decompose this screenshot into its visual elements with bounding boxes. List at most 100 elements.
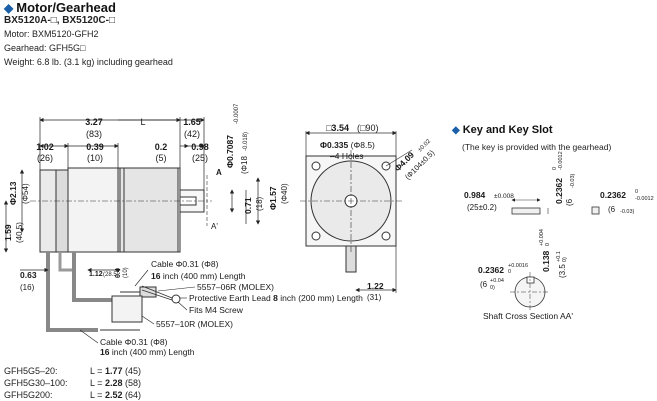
key-width-tol-b: -0.0012 xyxy=(635,196,654,202)
dim-1-22: 1.22 xyxy=(367,281,384,291)
dim-1-57: Φ1.57 xyxy=(268,186,278,210)
square-size: □3.54 xyxy=(326,123,349,133)
dim-1-02-mm: (26) xyxy=(37,153,53,163)
dim-0-4-mm: (10) xyxy=(123,267,129,278)
gearhead-case xyxy=(117,167,179,253)
dim-0-2: 0.2 xyxy=(155,142,168,152)
dim-0-39: 0.39 xyxy=(86,142,104,152)
mount-hole-tl xyxy=(311,161,321,171)
cable2-length-value: 16 xyxy=(100,347,110,357)
slot-width: 0.2362 xyxy=(478,265,504,275)
motor-flange xyxy=(55,169,69,253)
dim-0-98: 0.98 xyxy=(191,142,209,152)
cable1-length-value: 16 xyxy=(151,271,161,281)
dim-0-71-mm: (18) xyxy=(255,196,264,211)
key-end xyxy=(591,206,600,215)
key-width: 0.2362 xyxy=(600,190,626,200)
hole-dia-value: Φ0.335 xyxy=(320,140,349,150)
slot-depth-mm: (3.5 xyxy=(558,264,567,278)
slot-width-mm-tol-b: 0) xyxy=(490,285,495,291)
dim-1-59-mm: (40.5) xyxy=(15,222,24,243)
dim-2-13-mm: (Φ54) xyxy=(21,183,30,204)
earth-lead-label: Protective Earth Lead 8 inch (200 mm) Le… xyxy=(189,293,363,303)
slot-depth-tol-a: +0.004 xyxy=(539,229,545,246)
length-label: L = xyxy=(90,366,103,376)
dim-1-57-mm: (Φ40) xyxy=(280,183,289,204)
dim-0-4: 0.4 xyxy=(115,268,122,278)
key-height: 0.2362 xyxy=(554,178,564,204)
earth-lead-text: Protective Earth Lead xyxy=(189,293,271,303)
key-length-mm: (25±0.2) xyxy=(467,203,497,212)
dim-1-12-mm: (28.5) xyxy=(103,272,119,278)
diamond-bullet-icon: ◆ xyxy=(452,125,460,136)
dim-3-27-mm: (83) xyxy=(86,129,102,139)
cable1-label: Cable Φ0.31 (Φ8) xyxy=(151,259,219,269)
hole-dia-mm: (Φ8.5) xyxy=(351,140,375,150)
shaft-diameter-mm: (Φ18 xyxy=(240,156,249,174)
key-drawings xyxy=(510,198,600,312)
gearhead-model: Gearhead: GFH5G□ xyxy=(4,43,86,53)
connector2-label: 5557–10R (MOLEX) xyxy=(156,319,233,329)
hole-count: –4 Holes xyxy=(330,151,364,161)
dim-L: L xyxy=(140,117,145,127)
length-label: L = xyxy=(90,390,103,400)
weight-info: Weight: 6.8 lb. (3.1 kg) including gearh… xyxy=(4,57,173,67)
earth-lead-value: 8 xyxy=(273,293,278,303)
slot-width-mm: (6 xyxy=(480,280,488,289)
length-mm: (58) xyxy=(125,378,142,388)
cable1-length: 16 inch (400 mm) Length xyxy=(151,271,246,281)
slot-depth-mm-tol-a: +0.1 xyxy=(556,251,562,262)
dim-1-22-mm: (31) xyxy=(367,293,382,302)
key-side xyxy=(511,207,541,215)
key-note: (The key is provided with the gearhead) xyxy=(462,142,612,152)
length-model: GFH5G200: xyxy=(4,390,53,400)
square-size-mm: (□90) xyxy=(357,123,378,133)
key-height-tol-b: -0.0012 xyxy=(558,151,564,170)
mount-hole-br xyxy=(381,231,391,241)
key-length-tol: ±0.008 xyxy=(494,193,514,200)
front-view xyxy=(300,130,413,293)
mount-hole-bl xyxy=(311,231,321,241)
leader-lines xyxy=(79,269,196,344)
key-height-mm-tol: -0.03) xyxy=(570,173,576,188)
length-row-3: GFH5G200: L = 2.52 (64) xyxy=(4,390,141,400)
connector1-label: 5557–06R (MOLEX) xyxy=(197,282,274,292)
cable2-length: 16 inch (400 mm) Length xyxy=(100,347,195,357)
dim-0-63-mm: (16) xyxy=(20,283,35,292)
motor-model: Motor: BXM5120-GFH2 xyxy=(4,29,99,39)
screw-label: Fits M4 Screw xyxy=(189,305,244,315)
dim-0-39-mm: (10) xyxy=(87,153,103,163)
dim-0-2-mm: (5) xyxy=(156,153,167,163)
slot-width-tol-a: +0.0016 xyxy=(508,263,528,269)
dimension-lines xyxy=(3,117,261,273)
earth-lead-length: inch (200 mm) Length xyxy=(280,293,363,303)
dim-1-59: 1.59 xyxy=(3,224,13,241)
connector-10r xyxy=(111,295,143,323)
section-title-motor-gearhead: ◆Motor/Gearhead xyxy=(4,0,116,15)
dim-0-63: 0.63 xyxy=(20,270,37,280)
key-width-mm: (6 xyxy=(608,205,616,214)
slot-width-mm-tol-a: +0.04 xyxy=(490,278,504,284)
length-inch: 1.77 xyxy=(104,366,123,376)
dim-1-02: 1.02 xyxy=(36,142,54,152)
length-mm: (45) xyxy=(125,366,142,376)
hole-dia: Φ0.335 (Φ8.5) xyxy=(320,140,375,150)
key-labels: 0.984 ±0.008 (25±0.2) 0.2362 0 -0.0012 (… xyxy=(464,151,654,321)
earth-ring-terminal xyxy=(171,294,181,304)
length-mm: (64) xyxy=(125,390,142,400)
slot-depth-tol-b: 0 xyxy=(545,243,551,246)
shaft-section-caption: Shaft Cross Section AA' xyxy=(483,311,573,321)
length-row-2: GFH5G30–100:L = 2.28 (58) xyxy=(4,378,141,388)
side-view xyxy=(30,167,212,332)
key-width-tol-a: 0 xyxy=(635,189,638,195)
dim-1-65: 1.65 xyxy=(183,117,201,127)
cable1-length-text: inch (400 mm) Length xyxy=(163,271,246,281)
length-model: GFH5G5–20: xyxy=(4,366,58,376)
length-inch: 2.52 xyxy=(104,390,123,400)
shaft-diameter: Φ0.7087 xyxy=(225,135,235,168)
dim-1-65-mm: (42) xyxy=(184,129,200,139)
shaft-tolerance-mm: -0.018) xyxy=(243,132,249,151)
slot-depth-mm-tol-b: 0) xyxy=(562,257,568,262)
dim-3-27: 3.27 xyxy=(85,117,103,127)
